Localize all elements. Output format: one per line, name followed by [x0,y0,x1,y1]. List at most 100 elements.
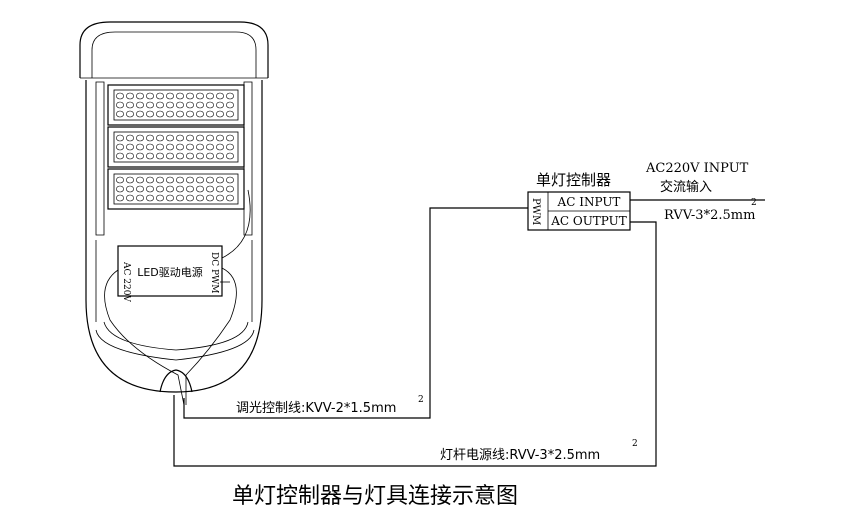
led-lens [136,101,144,109]
led-lens [136,92,144,100]
led-lens [206,143,214,151]
led-lens [176,110,184,118]
led-lens [216,194,224,202]
led-lens [156,185,164,193]
led-lens [216,92,224,100]
led-lens [186,185,194,193]
led-lens [146,134,154,142]
led-lens [196,134,204,142]
controller-ac-output: AC OUTPUT [550,214,627,228]
led-lens [216,134,224,142]
single-lamp-controller: 单灯控制器 PWM AC INPUT AC OUTPUT [527,171,631,231]
led-lens [156,92,164,100]
led-lens [166,134,174,142]
internal-wiring [104,189,251,406]
led-lens [136,176,144,184]
driver-right-label: DC PWM [209,252,219,293]
ac-input-line2: 交流输入 [660,179,712,195]
led-lens [166,185,174,193]
led-lens [196,143,204,151]
led-lens [226,143,234,151]
led-lens [196,194,204,202]
led-lens [176,143,184,151]
led-lens [146,110,154,118]
ac-input: AC220V INPUT 交流输入 RVV-3*2.5mm 2 [630,161,765,223]
led-lens [166,92,174,100]
led-lens [186,134,194,142]
led-lens [126,134,134,142]
led-lens [196,185,204,193]
led-lens [186,176,194,184]
driver-name: LED驱动电源 [137,265,203,279]
led-lens [146,176,154,184]
led-lens [126,185,134,193]
diagram-caption: 单灯控制器与灯具连接示意图 [232,484,518,509]
led-lens [226,152,234,160]
led-lens [176,101,184,109]
led-lens [156,134,164,142]
led-lens [136,134,144,142]
led-lens [116,143,124,151]
led-lens [116,176,124,184]
pole-power-cable: 灯杆电源线:RVV-3*2.5mm 2 [173,221,657,467]
led-lens [226,194,234,202]
controller-pwm-label: PWM [530,198,541,225]
led-module-3 [107,168,245,210]
led-lens [126,101,134,109]
led-lens [166,110,174,118]
led-lens [116,152,124,160]
led-lens [226,110,234,118]
dimming-cable-sup: 2 [418,395,424,405]
led-lens [126,176,134,184]
pole-cable-label: 灯杆电源线:RVV-3*2.5mm [440,448,600,463]
dimming-cable: 调光控制线:KVV-2*1.5mm 2 [183,207,528,419]
led-lens [176,194,184,202]
led-lens [116,194,124,202]
led-lens [116,101,124,109]
led-lens [186,152,194,160]
led-lens [126,152,134,160]
led-lens [216,152,224,160]
led-lens [206,194,214,202]
led-lens [166,143,174,151]
led-lens [186,92,194,100]
led-lens [166,176,174,184]
led-lens [186,194,194,202]
led-lens [216,110,224,118]
led-lens [226,92,234,100]
led-lens [166,194,174,202]
led-lens [186,143,194,151]
driver-left-label: AC 220V [121,261,131,302]
led-lens [196,101,204,109]
led-lens [196,152,204,160]
led-lens [146,143,154,151]
led-lens [206,101,214,109]
led-lens [226,185,234,193]
led-lens [206,110,214,118]
led-lens [156,194,164,202]
led-lens [226,176,234,184]
led-module-2 [107,126,245,168]
led-lens [126,92,134,100]
led-lens [146,92,154,100]
led-lens [176,92,184,100]
led-lens [156,101,164,109]
led-lens [226,101,234,109]
led-lens [196,176,204,184]
led-lens [136,152,144,160]
led-lens [156,110,164,118]
led-lens [176,152,184,160]
led-lens [206,176,214,184]
led-lens [166,152,174,160]
controller-title: 单灯控制器 [536,171,611,189]
led-lens [146,194,154,202]
led-lens [206,134,214,142]
led-lens [116,92,124,100]
led-lens [156,152,164,160]
dimming-cable-label: 调光控制线:KVV-2*1.5mm [236,401,396,416]
led-module-1 [107,84,245,126]
street-light-fixture [79,21,269,393]
led-lens [136,185,144,193]
led-lens [146,185,154,193]
